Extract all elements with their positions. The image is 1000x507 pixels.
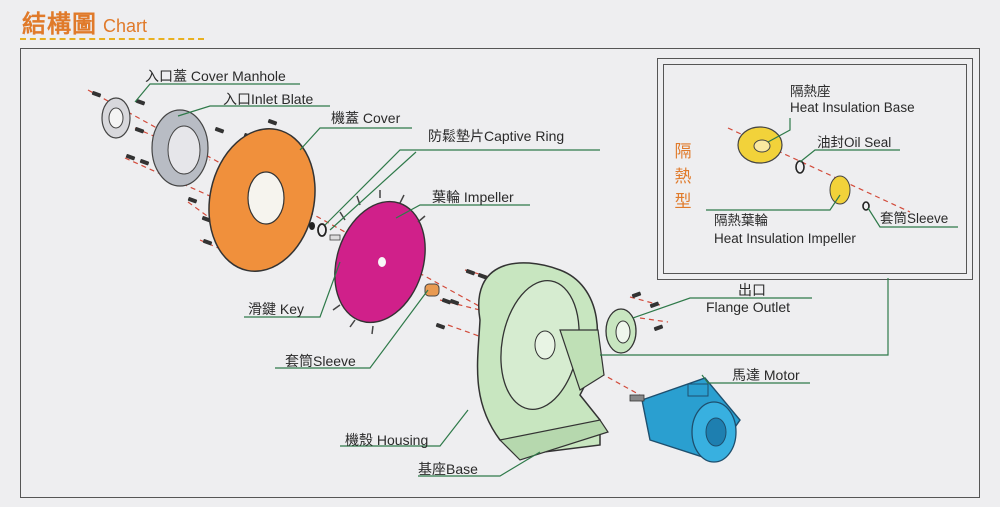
captive-ring-part (309, 222, 327, 237)
title-chinese: 結構圖 (22, 10, 97, 38)
impeller-blades (332, 190, 426, 335)
label-heat-base-en: Heat Insulation Base (790, 100, 915, 115)
label-housing: 機殼 Housing (345, 432, 429, 448)
inset-parts (737, 126, 870, 211)
inset-type-label: 隔熱型 (674, 142, 692, 212)
inlet-blate-part (151, 109, 209, 187)
label-outlet-zh: 出口 (738, 282, 766, 298)
inset-inner-frame (663, 64, 967, 274)
key-sleeve-part (329, 234, 440, 297)
label-cover: 機蓋 Cover (331, 110, 401, 126)
label-sleeve: 套筒Sleeve (285, 353, 356, 369)
label-inlet-blate: 入口Inlet Blate (223, 91, 314, 107)
page-header: 結構圖 Chart (22, 4, 147, 40)
flange-outlet-part (605, 308, 637, 354)
diagram-frame (20, 48, 980, 498)
label-key: 滑鍵 Key (248, 301, 305, 317)
inset-frame (657, 58, 973, 280)
title-underline (20, 38, 204, 40)
label-heat-impeller-en: Heat Insulation Impeller (714, 231, 856, 246)
label-outlet-en: Flange Outlet (706, 299, 791, 315)
cover-manhole-part (101, 97, 131, 139)
leader-lines (134, 83, 958, 477)
label-motor: 馬達 Motor (732, 367, 800, 383)
label-impeller: 葉輪 Impeller (432, 189, 514, 205)
label-cover-manhole: 入口蓋 Cover Manhole (145, 68, 286, 84)
motor-part (629, 377, 741, 463)
housing-part (476, 262, 609, 461)
impeller-part (334, 200, 426, 324)
cover-part (208, 127, 316, 273)
title-english: Chart (103, 16, 148, 36)
label-base: 基座Base (418, 461, 478, 477)
label-heat-impeller-zh: 隔熱葉輪 (714, 213, 768, 228)
label-inset-sleeve: 套筒Sleeve (880, 211, 949, 226)
label-heat-base-zh: 隔熱座 (790, 84, 831, 99)
label-oil-seal: 油封Oil Seal (817, 135, 892, 150)
label-captive-ring: 防鬆墊片Captive Ring (428, 128, 565, 144)
